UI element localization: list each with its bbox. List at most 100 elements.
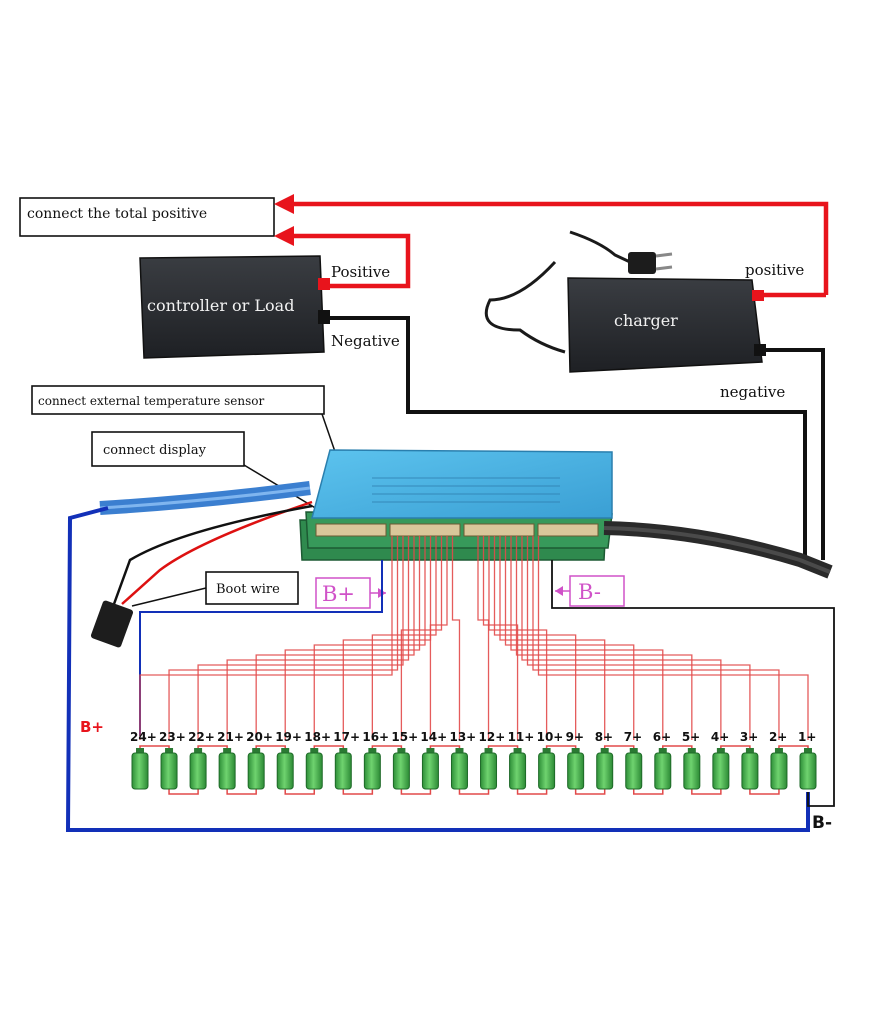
charger-positive-label: positive bbox=[745, 261, 804, 279]
cell-terminal bbox=[426, 748, 435, 753]
cell-label: 18+ bbox=[304, 730, 331, 744]
cell-label: 1+ bbox=[798, 730, 816, 744]
boot-wire-label: Boot wire bbox=[205, 571, 299, 605]
b-plus-port-label: B+ bbox=[315, 577, 386, 609]
arrow-head-icon bbox=[555, 586, 563, 596]
cell-terminal bbox=[484, 748, 493, 753]
cell-label: 10+ bbox=[537, 730, 564, 744]
cell-label: 23+ bbox=[159, 730, 186, 744]
balance-wire bbox=[499, 536, 606, 740]
cell-terminal bbox=[542, 748, 551, 753]
cell-terminal bbox=[629, 748, 638, 753]
cell-label: 22+ bbox=[188, 730, 215, 744]
main-cable-bundle bbox=[603, 521, 833, 579]
battery-cell-icon bbox=[741, 752, 759, 790]
cell-series-link bbox=[487, 745, 519, 752]
charger-cord-upper bbox=[569, 230, 631, 264]
cell-label: 15+ bbox=[391, 730, 418, 744]
cell-terminal bbox=[687, 748, 696, 753]
b-minus-port-label: B- bbox=[555, 575, 625, 607]
cell-string: 24+23+22+21+20+19+18+17+16+15+14+13+12+1… bbox=[130, 730, 817, 790]
b-minus-port-text: B- bbox=[578, 580, 601, 604]
cell-label: 16+ bbox=[362, 730, 389, 744]
balance-wire bbox=[526, 536, 751, 740]
balance-wire bbox=[537, 536, 809, 740]
charger-negative-terminal bbox=[754, 344, 766, 356]
balance-wire bbox=[400, 536, 443, 740]
boot-wire-black bbox=[112, 504, 313, 605]
cell-series-link bbox=[749, 788, 780, 795]
balance-wire bbox=[451, 536, 461, 740]
battery-cell-icon bbox=[392, 752, 410, 790]
controller-positive-label: Positive bbox=[331, 263, 390, 281]
cell-terminal bbox=[774, 748, 783, 753]
cell-label: 6+ bbox=[653, 730, 671, 744]
controller-negative-label: Negative bbox=[331, 332, 400, 350]
cell-terminal bbox=[281, 748, 290, 753]
cell-label: 9+ bbox=[566, 730, 584, 744]
display-ribbon-highlight bbox=[99, 486, 311, 510]
controller-positive-terminal bbox=[318, 278, 330, 290]
battery-cell-icon bbox=[480, 752, 498, 790]
connector-strip bbox=[537, 523, 599, 537]
balance-wire bbox=[504, 536, 635, 740]
display-text: connect display bbox=[103, 443, 207, 458]
cell-terminal bbox=[804, 748, 812, 753]
balance-wire bbox=[515, 536, 693, 740]
controller-positive-wire bbox=[290, 233, 411, 289]
plug-icon bbox=[628, 252, 656, 274]
balance-wire bbox=[342, 536, 432, 740]
balance-wire bbox=[139, 536, 393, 740]
cell-series-link bbox=[284, 788, 316, 795]
cell-terminal bbox=[745, 748, 754, 753]
b-plus-port-text: B+ bbox=[322, 582, 355, 606]
cell-terminal bbox=[165, 748, 174, 753]
bms-lid bbox=[311, 449, 613, 519]
balance-wire bbox=[510, 536, 664, 740]
balance-wire bbox=[197, 536, 404, 740]
cell-label: 5+ bbox=[682, 730, 700, 744]
boot-connector-icon bbox=[90, 600, 134, 648]
cell-series-link bbox=[603, 745, 635, 752]
battery-cell-icon bbox=[450, 752, 468, 790]
battery-cell-icon bbox=[567, 752, 585, 790]
cell-terminal bbox=[252, 748, 261, 753]
cell-series-link bbox=[720, 745, 751, 752]
negative-wires bbox=[330, 316, 825, 560]
connector-strip bbox=[315, 523, 387, 537]
b-plus-cell-wire bbox=[139, 560, 383, 736]
cell-series-link bbox=[400, 788, 432, 795]
total-positive-label: connect the total positive bbox=[19, 197, 275, 237]
temp-sensor-label: connect external temperature sensor bbox=[31, 385, 325, 415]
balance-wire bbox=[255, 536, 415, 740]
battery-cell-icon bbox=[363, 752, 381, 790]
balance-wire bbox=[284, 536, 421, 740]
main-cable-highlight bbox=[603, 526, 831, 574]
cell-terminal bbox=[716, 748, 725, 753]
balance-wire bbox=[493, 536, 577, 740]
connector-strip bbox=[389, 523, 461, 537]
controller-device: controller or Load bbox=[139, 255, 330, 359]
cell-series-link bbox=[429, 745, 461, 752]
cell-label: 13+ bbox=[449, 730, 476, 744]
battery-cell-icon bbox=[131, 752, 149, 790]
balance-wire bbox=[226, 536, 410, 740]
balance-wire bbox=[168, 536, 399, 740]
battery-cell-icon bbox=[596, 752, 614, 790]
temp-sensor-text: connect external temperature sensor bbox=[38, 394, 264, 408]
cell-series-link bbox=[197, 745, 228, 752]
balance-wire bbox=[521, 536, 722, 740]
cell-series-link bbox=[342, 788, 374, 795]
cell-terminal bbox=[136, 748, 144, 753]
battery-cell-icon bbox=[334, 752, 352, 790]
controller-negative-terminal bbox=[318, 310, 330, 324]
cell-terminal bbox=[513, 748, 522, 753]
battery-cell-icon bbox=[218, 752, 236, 790]
cell-series-link bbox=[313, 745, 345, 752]
cell-label: 8+ bbox=[595, 730, 613, 744]
balance-wire bbox=[532, 536, 780, 740]
battery-cell-icon bbox=[305, 752, 323, 790]
connector-strip bbox=[463, 523, 535, 537]
controller-negative-wire bbox=[330, 316, 807, 560]
cell-series-link bbox=[545, 745, 577, 752]
